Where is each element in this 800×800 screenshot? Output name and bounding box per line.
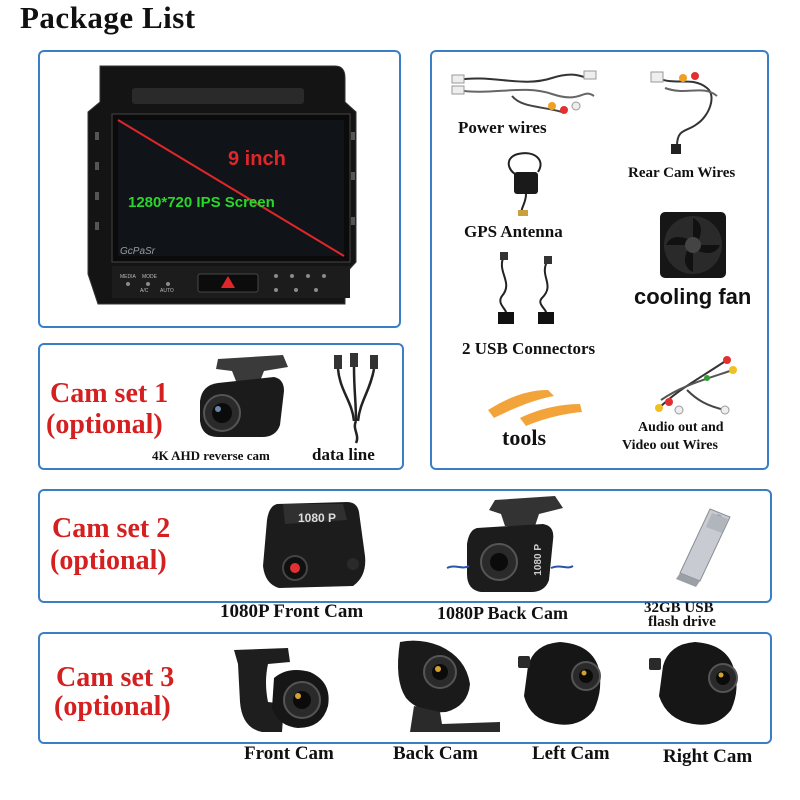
rear-cam-wires-image bbox=[650, 71, 718, 154]
cooling-fan-label: cooling fan bbox=[634, 284, 752, 309]
left-cam-label: Left Cam bbox=[532, 743, 610, 764]
cam-set-3-title: Cam set 3 bbox=[56, 662, 175, 693]
cooling-fan-image bbox=[660, 212, 726, 278]
front-cam-label: Front Cam bbox=[244, 743, 334, 764]
head-unit-button-label: AUTO bbox=[160, 288, 174, 294]
cam-set-1-panel: Cam set 1 (optional) 4K AHD reverse cam … bbox=[38, 343, 404, 470]
back-cam-label: Back Cam bbox=[393, 743, 478, 764]
head-unit-button-label: MEDIA bbox=[120, 274, 136, 280]
usb-connectors-label: 2 USB Connectors bbox=[462, 339, 596, 358]
tools-label: tools bbox=[502, 425, 546, 450]
front-cam-marking: 1080 P bbox=[298, 511, 337, 525]
cam-set-2-panel: Cam set 2 (optional) bbox=[38, 489, 772, 603]
1080p-front-cam-label: 1080P Front Cam bbox=[220, 601, 364, 622]
head-unit-panel: 9 inch 1280*720 IPS Screen GcPaSr MEDIA … bbox=[38, 50, 401, 328]
brand-watermark: GcPaSr bbox=[120, 246, 156, 257]
1080p-back-cam-image bbox=[446, 496, 574, 592]
usb-flash-drive-label-line2: flash drive bbox=[648, 614, 716, 630]
cam-set-1-optional: (optional) bbox=[46, 409, 163, 440]
av-wires-label-line1: Audio out and bbox=[638, 420, 724, 435]
power-wires-label: Power wires bbox=[458, 118, 547, 137]
rear-cam-wires-label: Rear Cam Wires bbox=[628, 165, 736, 181]
power-wires-image bbox=[451, 70, 597, 114]
head-unit-button-label: MODE bbox=[142, 274, 157, 280]
cam-set-2-optional: (optional) bbox=[50, 545, 167, 576]
head-unit-image bbox=[87, 65, 357, 305]
cam-set-2-title: Cam set 2 bbox=[52, 513, 171, 544]
usb-flash-drive-label-line1: 32GB USB bbox=[644, 600, 714, 616]
right-cam-image bbox=[649, 642, 738, 725]
tools-image bbox=[488, 390, 582, 426]
screen-resolution-text: 1280*720 IPS Screen bbox=[128, 194, 275, 211]
av-wires-image bbox=[655, 356, 737, 415]
data-line-label: data line bbox=[312, 445, 375, 464]
ahd-reverse-cam-label: 4K AHD reverse cam bbox=[152, 448, 270, 463]
1080p-front-cam-image bbox=[263, 502, 366, 588]
cam-set-1-title: Cam set 1 bbox=[50, 378, 169, 409]
cam-set-3-optional: (optional) bbox=[54, 691, 171, 722]
av-wires-label-line2: Video out Wires bbox=[622, 438, 718, 453]
data-line-image bbox=[334, 353, 378, 444]
head-unit-button-label: A/C bbox=[140, 288, 149, 294]
usb-flash-drive-image bbox=[676, 508, 731, 587]
front-cam-image bbox=[234, 648, 329, 732]
ahd-reverse-cam-image bbox=[200, 355, 288, 437]
gps-antenna-label: GPS Antenna bbox=[464, 222, 563, 241]
accessories-panel: Power wires Rear Cam Wires GPS Antenna c… bbox=[430, 50, 769, 470]
right-cam-label: Right Cam bbox=[663, 746, 753, 767]
page-title: Package List bbox=[20, 0, 196, 35]
screen-size-text: 9 inch bbox=[228, 148, 286, 170]
back-cam-marking: 1080 P bbox=[533, 544, 544, 576]
gps-antenna-image bbox=[507, 152, 542, 216]
usb-connectors-image bbox=[498, 252, 554, 324]
1080p-back-cam-label: 1080P Back Cam bbox=[437, 603, 569, 623]
left-cam-image bbox=[518, 642, 601, 725]
back-cam-image bbox=[398, 640, 500, 732]
